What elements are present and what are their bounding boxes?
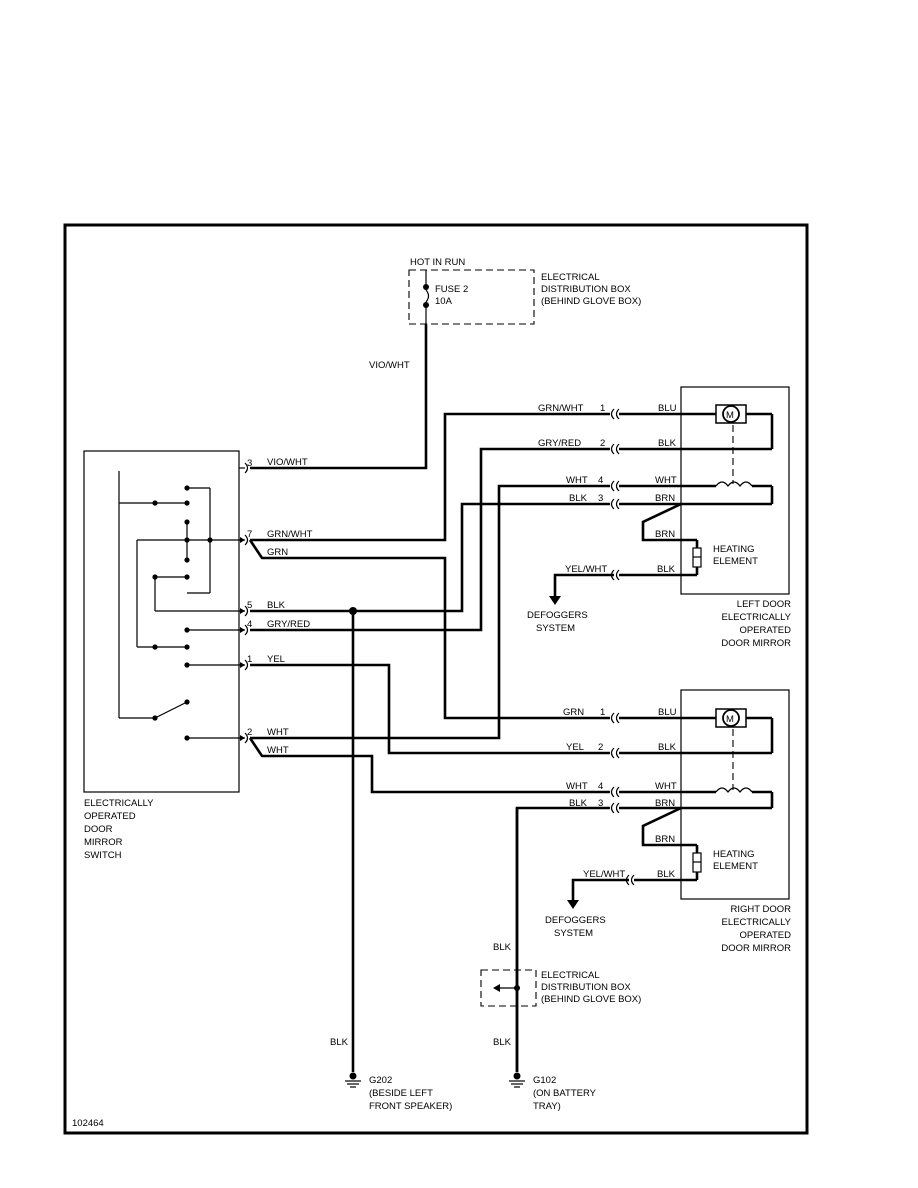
diagram-id: 102464 xyxy=(72,1118,104,1129)
g102-label-1: G102 xyxy=(533,1075,556,1086)
g202-label-1: G202 xyxy=(369,1075,392,1086)
fuse-box-top: HOT IN RUN FUSE 2 10A ELECTRICAL DISTRIB… xyxy=(408,257,641,325)
g102-label-3: TRAY) xyxy=(533,1101,561,1112)
fuse-box-bottom-title-3: (BEHIND GLOVE BOX) xyxy=(541,994,641,1005)
diagram-frame xyxy=(63,223,809,1135)
right-mirror-title-2: ELECTRICALLY xyxy=(721,917,791,928)
fuse-box-top-title-2: DISTRIBUTION BOX xyxy=(541,284,631,295)
left-c3-wire: BLK xyxy=(569,493,588,504)
g102-label-2: (ON BATTERY xyxy=(533,1088,597,1099)
fuse-name: FUSE 2 xyxy=(435,284,468,295)
left-mirror-title-3: OPERATED xyxy=(739,625,791,636)
switch-title-3: DOOR xyxy=(84,824,113,835)
splice-blk xyxy=(349,607,357,615)
left-defog-inside: BLK xyxy=(657,564,676,575)
left-heater-label-1: HEATING xyxy=(713,544,755,555)
right-c4-num: 4 xyxy=(598,781,603,792)
switch-title-1: ELECTRICALLY xyxy=(84,798,154,809)
left-mirror-title-1: LEFT DOOR xyxy=(737,599,791,610)
left-c4-inside: WHT xyxy=(655,475,677,486)
right-mirror-title-1: RIGHT DOOR xyxy=(730,904,791,915)
left-c1-inside: BLU xyxy=(658,403,677,414)
ground-g102: G102 (ON BATTERY TRAY) xyxy=(509,1072,597,1112)
left-defog-wire: YEL/WHT xyxy=(565,564,607,575)
right-c1-num: 1 xyxy=(600,707,605,718)
fuse-rating: 10A xyxy=(435,296,453,307)
fuse-box-bottom-wire-in: BLK xyxy=(493,942,512,953)
left-c3-inside: BRN xyxy=(655,493,675,504)
right-c2-num: 2 xyxy=(598,742,603,753)
pin-1-number: 1 xyxy=(247,654,252,665)
pin-7-branch-wire: GRN xyxy=(267,547,288,558)
fuse-box-top-title-3: (BEHIND GLOVE BOX) xyxy=(541,296,641,307)
right-defog-label-2: SYSTEM xyxy=(554,928,593,939)
right-mirror: M GRN 1 BLU YEL 2 BLK WHT 4 WHT BLK 3 BR… xyxy=(545,689,792,954)
right-c1-inside: BLU xyxy=(658,707,677,718)
right-heater-lead: BRN xyxy=(655,834,675,845)
pin-5-number: 5 xyxy=(247,600,252,611)
fuse-box-bottom-wire-out: BLK xyxy=(493,1037,512,1048)
fuse-box-bottom-title-1: ELECTRICAL xyxy=(541,970,600,981)
pin-7-wire: GRN/WHT xyxy=(267,529,313,540)
left-motor-symbol: M xyxy=(726,410,734,421)
left-mirror: M GRN/WHT 1 BLU GRY/RED 2 BLK WHT 4 WHT … xyxy=(527,386,792,649)
left-mirror-title-2: ELECTRICALLY xyxy=(721,612,791,623)
wires xyxy=(248,324,610,1072)
right-defog-label-1: DEFOGGERS xyxy=(545,915,606,926)
pin-3-number: 3 xyxy=(247,458,252,469)
ground-g202: BLK G202 (BESIDE LEFT FRONT SPEAKER) xyxy=(330,1037,452,1112)
left-defog-label-2: SYSTEM xyxy=(536,623,575,634)
hot-in-run-label: HOT IN RUN xyxy=(410,257,465,268)
right-heater-label-2: ELEMENT xyxy=(713,861,758,872)
left-c3-num: 3 xyxy=(598,493,603,504)
right-defog-inside: BLK xyxy=(657,869,676,880)
right-mirror-title-3: OPERATED xyxy=(739,930,791,941)
mirror-switch: ELECTRICALLY OPERATED DOOR MIRROR SWITCH xyxy=(83,450,245,861)
pin-2-wire: WHT xyxy=(267,727,289,738)
switch-title-2: OPERATED xyxy=(84,811,136,822)
g202-label-3: FRONT SPEAKER) xyxy=(369,1101,452,1112)
right-motor-symbol: M xyxy=(726,714,734,725)
left-mirror-title-4: DOOR MIRROR xyxy=(721,638,791,649)
g202-wire: BLK xyxy=(330,1037,349,1048)
right-c3-inside: BRN xyxy=(655,798,675,809)
switch-title-5: SWITCH xyxy=(84,850,122,861)
right-c1-wire: GRN xyxy=(563,707,584,718)
g202-label-2: (BESIDE LEFT xyxy=(369,1088,433,1099)
left-c2-num: 2 xyxy=(600,438,605,449)
pin-1-wire: YEL xyxy=(267,654,285,665)
left-defog-label-1: DEFOGGERS xyxy=(527,610,588,621)
fuse-box-bottom-title-2: DISTRIBUTION BOX xyxy=(541,982,631,993)
right-heater-label-1: HEATING xyxy=(713,849,755,860)
pin-4-wire: GRY/RED xyxy=(267,619,310,630)
pin-2-branch-wire: WHT xyxy=(267,745,289,756)
right-mirror-title-4: DOOR MIRROR xyxy=(721,943,791,954)
left-c2-wire: GRY/RED xyxy=(538,438,581,449)
pin-4-number: 4 xyxy=(247,619,252,630)
right-c4-inside: WHT xyxy=(655,781,677,792)
right-c3-num: 3 xyxy=(598,798,603,809)
switch-title-4: MIRROR xyxy=(84,837,123,848)
left-heater-label-2: ELEMENT xyxy=(713,556,758,567)
fuse-output-wire-label: VIO/WHT xyxy=(369,360,410,371)
pin-2-number: 2 xyxy=(247,727,252,738)
right-defog-wire: YEL/WHT xyxy=(583,869,625,880)
left-c1-num: 1 xyxy=(600,403,605,414)
right-c4-wire: WHT xyxy=(566,781,588,792)
left-c4-num: 4 xyxy=(598,475,603,486)
right-c3-wire: BLK xyxy=(569,798,588,809)
pin-3-wire: VIO/WHT xyxy=(267,457,308,468)
fuse-box-top-title-1: ELECTRICAL xyxy=(541,272,600,283)
left-heater-lead: BRN xyxy=(655,529,675,540)
fuse-box-bottom: BLK ELECTRICAL DISTRIBUTION BOX (BEHIND … xyxy=(480,808,641,1072)
left-c2-inside: BLK xyxy=(658,438,677,449)
pin-5-wire: BLK xyxy=(267,600,286,611)
pin-7-number: 7 xyxy=(247,529,252,540)
right-c2-wire: YEL xyxy=(566,742,584,753)
left-c4-wire: WHT xyxy=(566,475,588,486)
left-c1-wire: GRN/WHT xyxy=(538,403,584,414)
right-c2-inside: BLK xyxy=(658,742,677,753)
